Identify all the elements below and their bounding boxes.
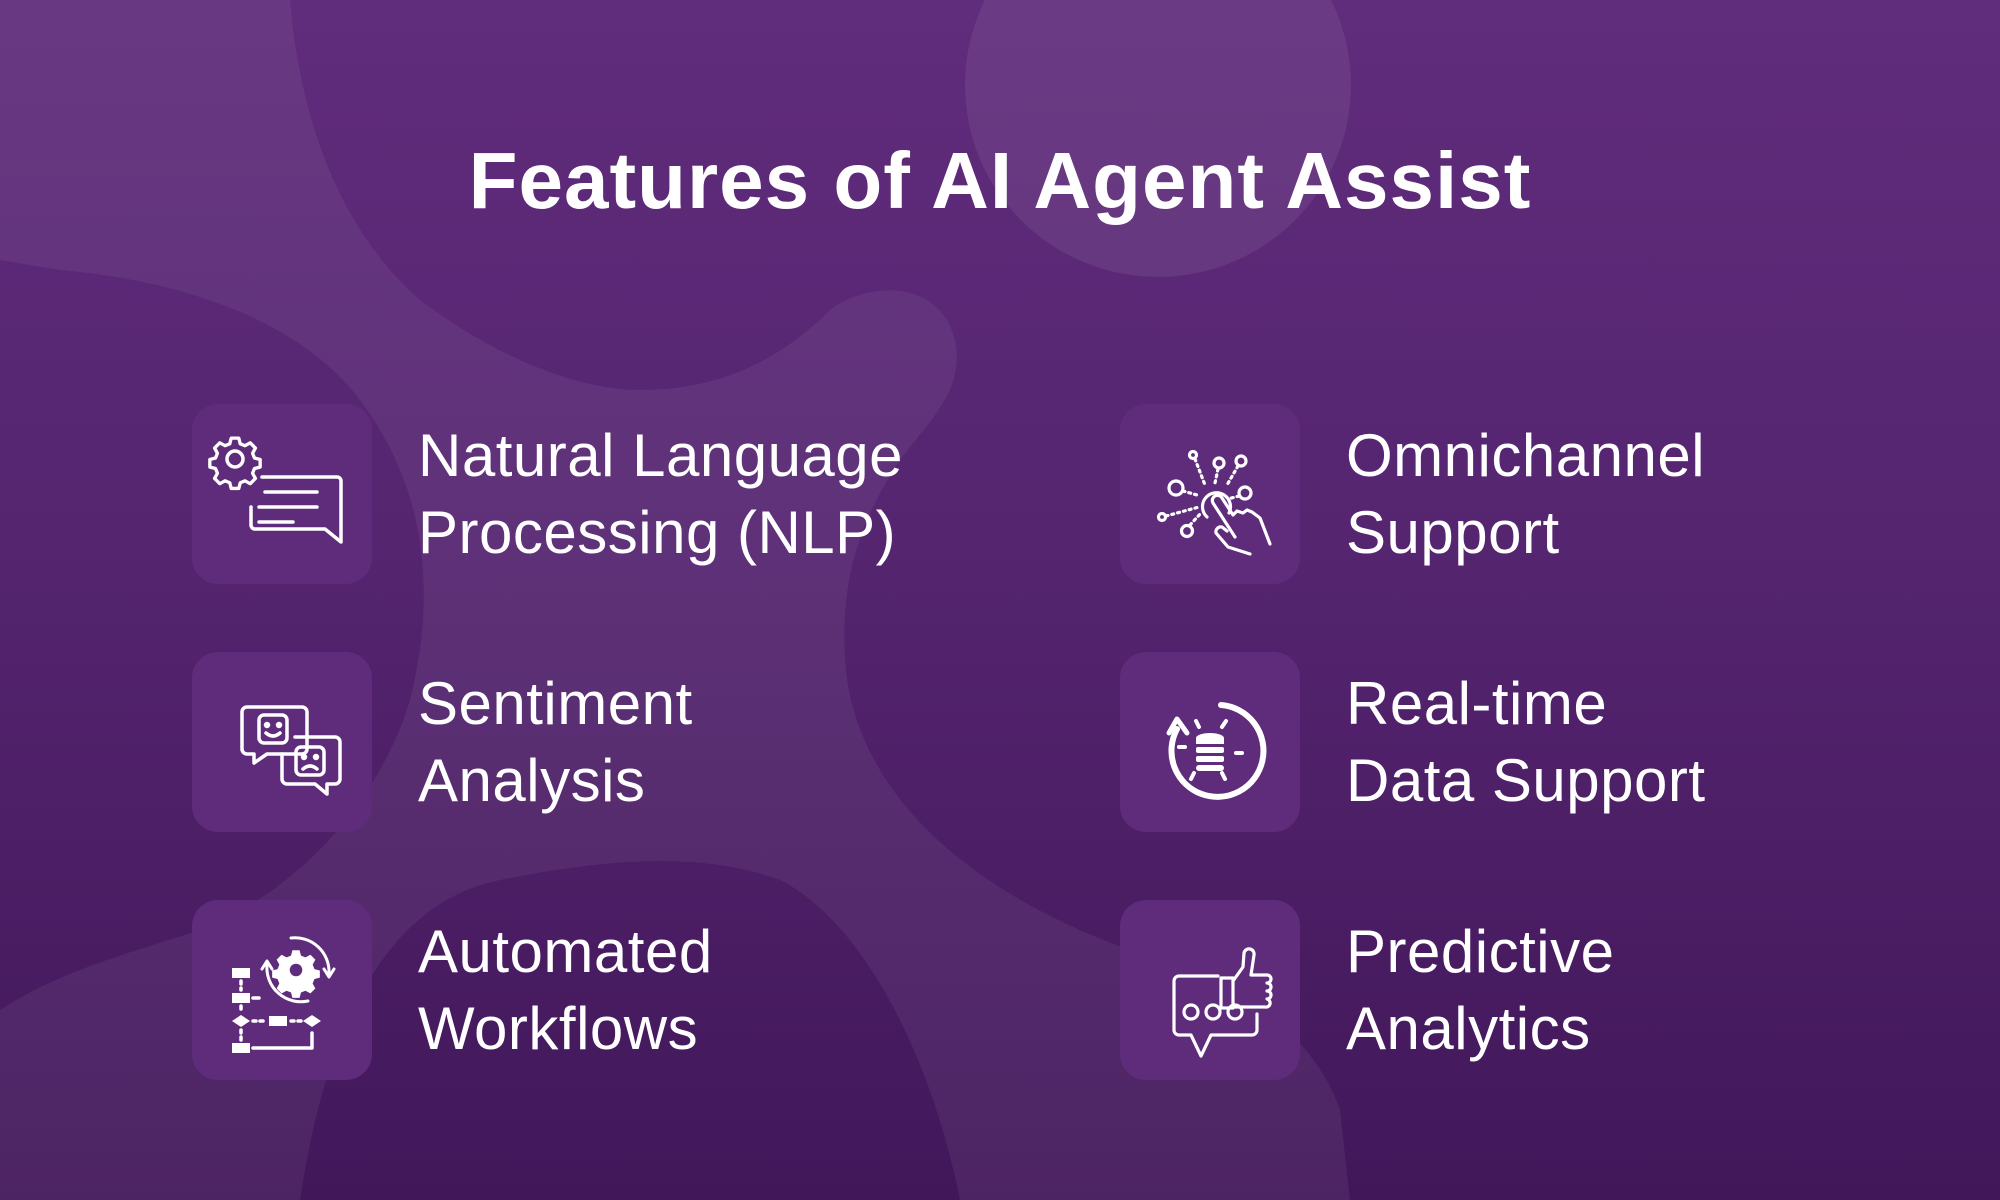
feature-nlp: Natural Language Processing (NLP) — [192, 404, 903, 584]
icon-box — [1120, 900, 1300, 1080]
database-refresh-icon — [1166, 702, 1267, 800]
feature-label: Automated Workflows — [418, 918, 713, 1062]
icon-box — [1120, 652, 1300, 832]
feature-label: Omnichannel Support — [1346, 422, 1706, 566]
icon-box — [192, 900, 372, 1080]
icon-box — [192, 652, 372, 832]
feature-omnichannel: Omnichannel Support — [1120, 404, 1705, 584]
icon-box — [1120, 404, 1300, 584]
feature-predictive: Predictive Analytics — [1120, 900, 1614, 1080]
feature-sentiment: Sentiment Analysis — [192, 652, 693, 832]
feature-label: Predictive Analytics — [1346, 918, 1615, 1062]
feature-label: Sentiment Analysis — [418, 670, 693, 814]
feature-realtime-data: Real-time Data Support — [1120, 652, 1706, 832]
feature-workflows: Automated Workflows — [192, 900, 713, 1080]
thumbs-up-chat-icon — [1172, 947, 1273, 1058]
icon-box — [192, 404, 372, 584]
feature-label: Real-time Data Support — [1346, 670, 1706, 814]
gear-chat-icon — [208, 436, 343, 544]
feature-label: Natural Language Processing (NLP) — [418, 422, 904, 566]
page-title: Features of AI Agent Assist — [468, 136, 1532, 225]
emotion-chat-icon — [240, 705, 342, 796]
touch-network-icon — [1156, 449, 1272, 556]
workflow-gear-icon — [232, 936, 336, 1053]
